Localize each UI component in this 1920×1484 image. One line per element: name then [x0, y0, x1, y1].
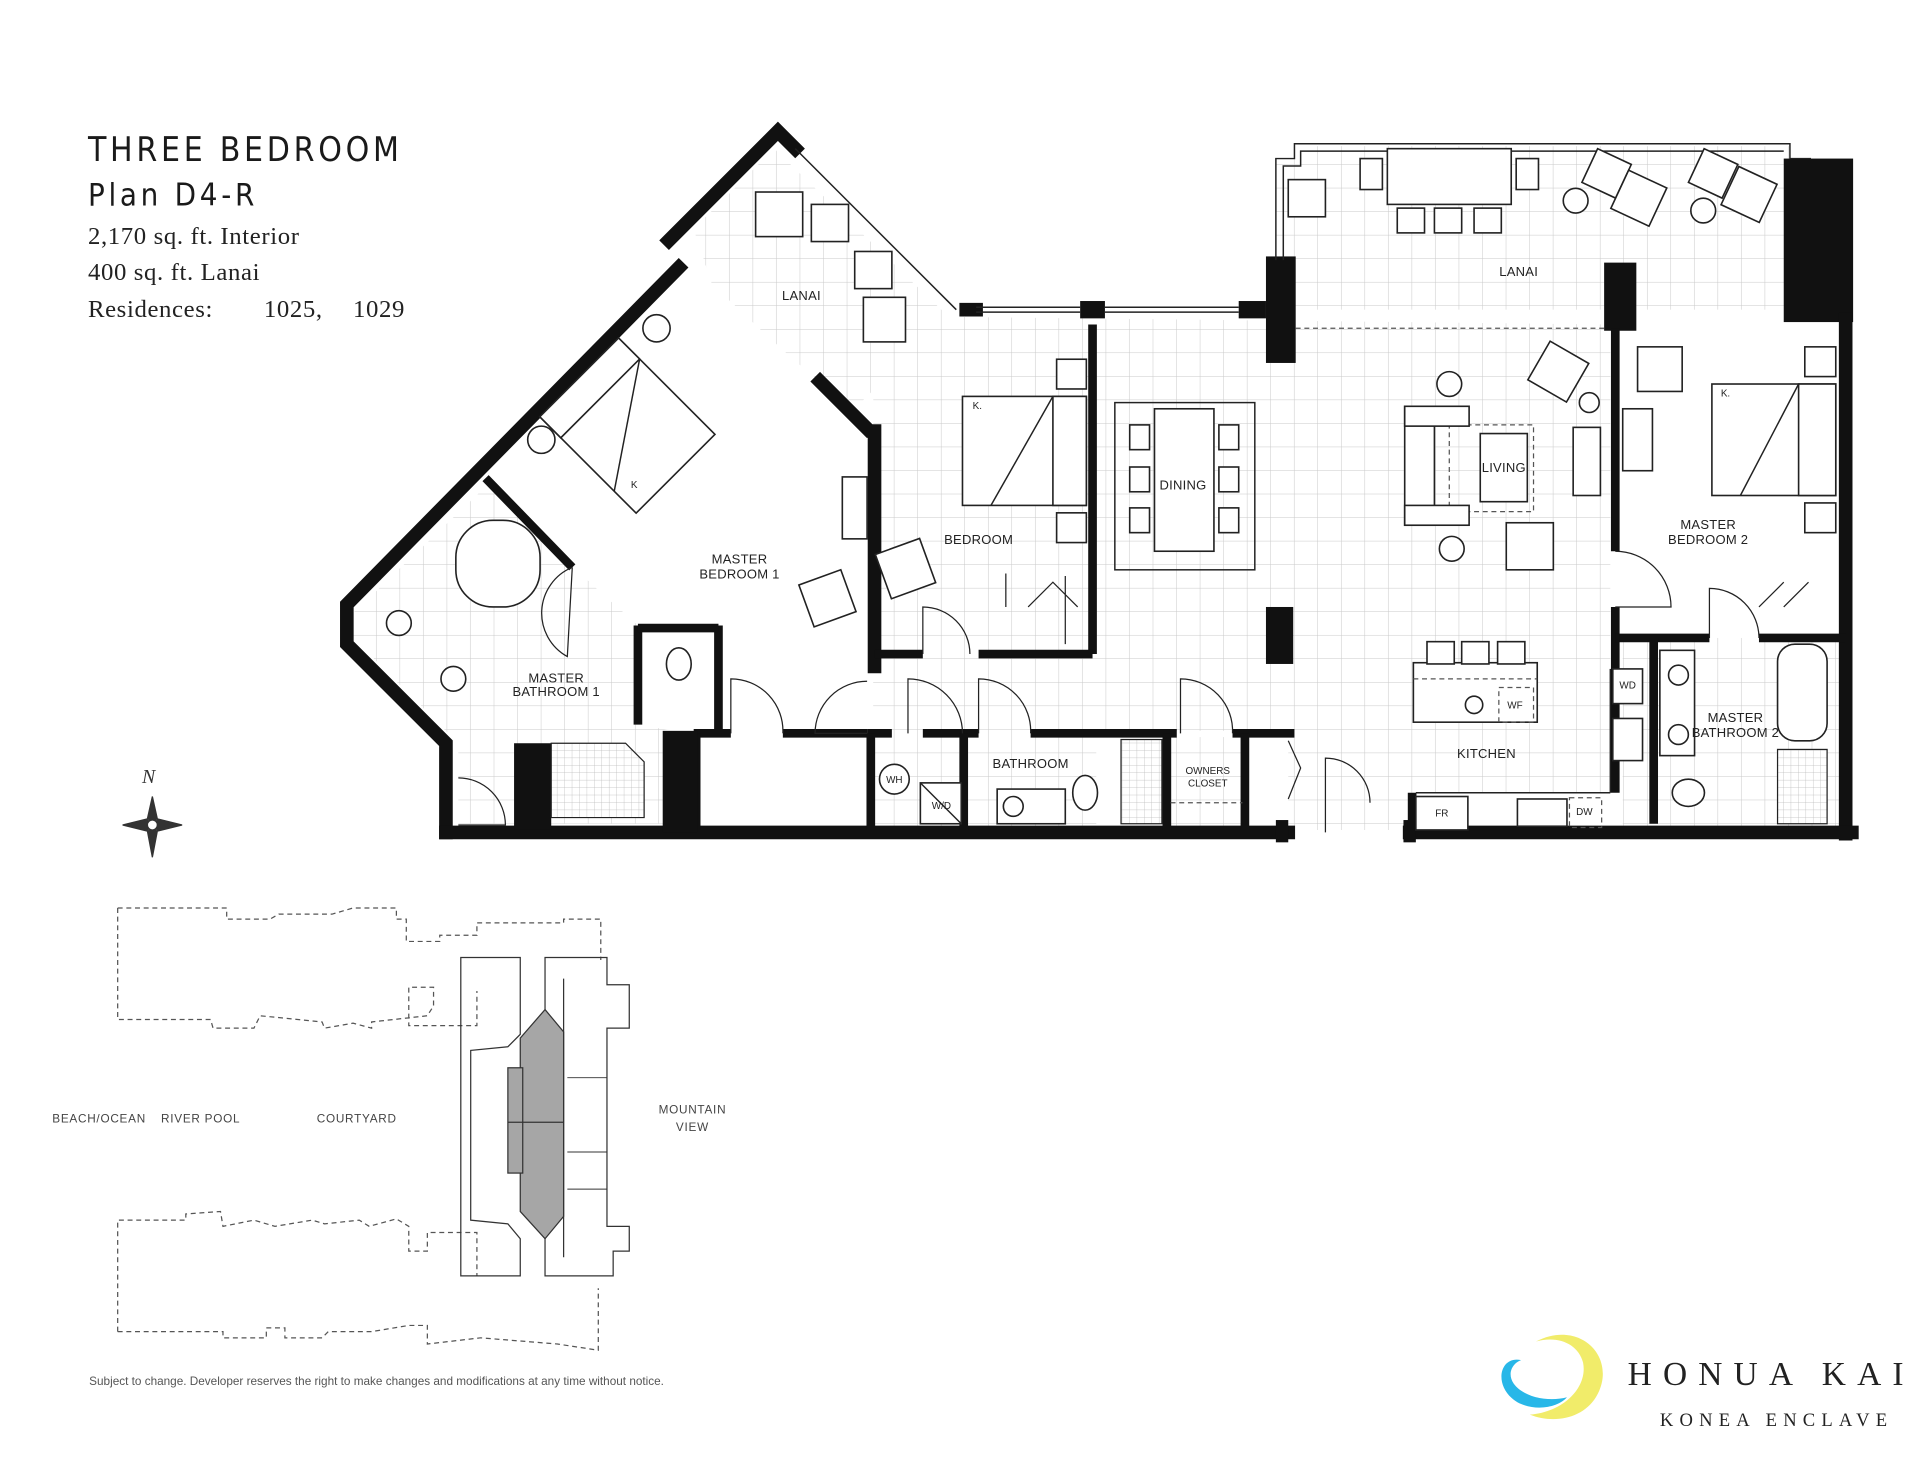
living-set: [1403, 340, 1602, 571]
bed-bedroom: [961, 358, 1088, 544]
room-label-master-bathroom-1: BATHROOM 1: [512, 684, 599, 699]
room-label-owners-closet: OWNERS: [1185, 766, 1230, 777]
lanai-area: 400 sq. ft. Lanai: [88, 259, 260, 286]
residences-label: Residences:: [88, 296, 213, 323]
sink: [385, 609, 413, 637]
lanai-chair: [810, 203, 850, 243]
fixture-label-king: K: [631, 480, 638, 491]
logo-subtitle: KONEA ENCLAVE: [1660, 1410, 1893, 1431]
room-label-dining: DINING: [1159, 477, 1206, 492]
furniture: [385, 147, 1837, 831]
lanai-chair: [754, 191, 804, 238]
fixture-label-wf: WF: [1507, 701, 1522, 712]
lanai-chair: [853, 250, 893, 290]
kitchen-island: [1412, 640, 1539, 723]
sink: [440, 665, 467, 693]
room-label-living: LIVING: [1482, 460, 1526, 475]
fixture-label-wd: WD: [1619, 681, 1635, 692]
lanai-dining-set: [1287, 147, 1779, 234]
sink: [1516, 798, 1568, 828]
nightstand-lamp: [642, 313, 671, 343]
lanai-railing: [794, 148, 957, 311]
logo-wave-yellow-icon: [1529, 1334, 1603, 1420]
disclaimer: Subject to change. Developer reserves th…: [89, 1375, 664, 1388]
toilet: [1071, 774, 1099, 811]
compass-rose: N: [122, 766, 183, 858]
column: [1265, 256, 1296, 363]
washer-dryer: [1611, 668, 1644, 705]
fixture-label-king: K.: [1721, 388, 1730, 399]
floor-plan: LANAI LANAI MASTER BEDROOM 1 MASTER BATH…: [340, 121, 1859, 843]
residence-number: 1025,: [264, 296, 323, 323]
key-label-mountain-view: MOUNTAIN: [659, 1104, 727, 1117]
fixture-label-king: K.: [973, 401, 982, 412]
room-label-master-bedroom-2: BEDROOM 2: [1668, 532, 1748, 547]
room-label-master-bathroom-2: MASTER: [1708, 710, 1764, 725]
walls: [340, 121, 1859, 843]
fixture-label-dw: DW: [1576, 807, 1593, 818]
room-label-master-bedroom-1: BEDROOM 1: [699, 566, 779, 581]
room-label-bathroom: BATHROOM: [993, 756, 1069, 771]
bed-master-2: [1711, 346, 1837, 534]
honua-kai-logo: HONUA KAI KONEA ENCLAVE: [1501, 1334, 1915, 1431]
dining-set: [1114, 401, 1256, 571]
logo-wave-cyan-icon: [1501, 1359, 1567, 1408]
toilet: [1671, 778, 1706, 808]
fridge: [1415, 795, 1469, 831]
armchair: [797, 568, 858, 628]
armchair: [1636, 346, 1683, 393]
dresser: [841, 476, 868, 540]
shower: [1776, 748, 1828, 825]
water-heater: [878, 763, 911, 795]
plan-type-title: THREE BEDROOM: [87, 130, 403, 169]
key-label-river-pool: RIVER POOL: [161, 1112, 240, 1125]
key-label-courtyard: COURTYARD: [317, 1112, 397, 1125]
column: [1604, 262, 1637, 331]
lanai-chair: [862, 296, 907, 343]
room-label-kitchen: KITCHEN: [1457, 746, 1516, 761]
nightstand-lamp: [526, 425, 556, 455]
key-plan: BEACH/OCEAN RIVER POOL COURTYARD MOUNTAI…: [52, 907, 727, 1351]
armchair: [874, 537, 937, 600]
bathtub: [455, 519, 541, 608]
cooktop: [1611, 717, 1644, 762]
north-label: N: [141, 766, 157, 788]
key-label-beach: BEACH/OCEAN: [52, 1112, 146, 1125]
room-label-master-bathroom-1: MASTER: [528, 671, 584, 686]
fixture-label-wh: WH: [886, 775, 902, 786]
interior-area: 2,170 sq. ft. Interior: [88, 223, 300, 250]
key-plan-highlight: [519, 1008, 565, 1240]
room-label-master-bedroom-2: MASTER: [1680, 517, 1736, 532]
toilet: [665, 647, 693, 681]
room-label-bedroom: BEDROOM: [944, 532, 1013, 547]
key-label-mountain-view: VIEW: [676, 1121, 709, 1134]
logo-name: HONUA KAI: [1628, 1356, 1915, 1393]
shower: [1120, 738, 1163, 825]
room-label-master-bathroom-2: BATHROOM 2: [1692, 725, 1779, 740]
doors: [458, 550, 1809, 833]
bed-master-1: [538, 336, 717, 515]
room-label-lanai: LANAI: [1499, 264, 1538, 279]
room-label-owners-closet: CLOSET: [1188, 779, 1228, 790]
room-labels: LANAI LANAI MASTER BEDROOM 1 MASTER BATH…: [512, 264, 1779, 819]
residence-number: 1029: [353, 296, 405, 323]
fixture-label-fr: FR: [1435, 808, 1448, 819]
fixture-label-wd: W/D: [932, 801, 951, 812]
room-label-lanai: LANAI: [782, 288, 821, 303]
room-label-master-bedroom-1: MASTER: [712, 552, 768, 567]
plan-header: THREE BEDROOM Plan D4-R 2,170 sq. ft. In…: [87, 130, 405, 323]
bathtub: [1776, 643, 1828, 742]
plan-name: Plan D4-R: [88, 178, 258, 214]
dresser: [1621, 407, 1654, 472]
shower: [550, 742, 645, 819]
dishwasher: [1568, 797, 1603, 829]
